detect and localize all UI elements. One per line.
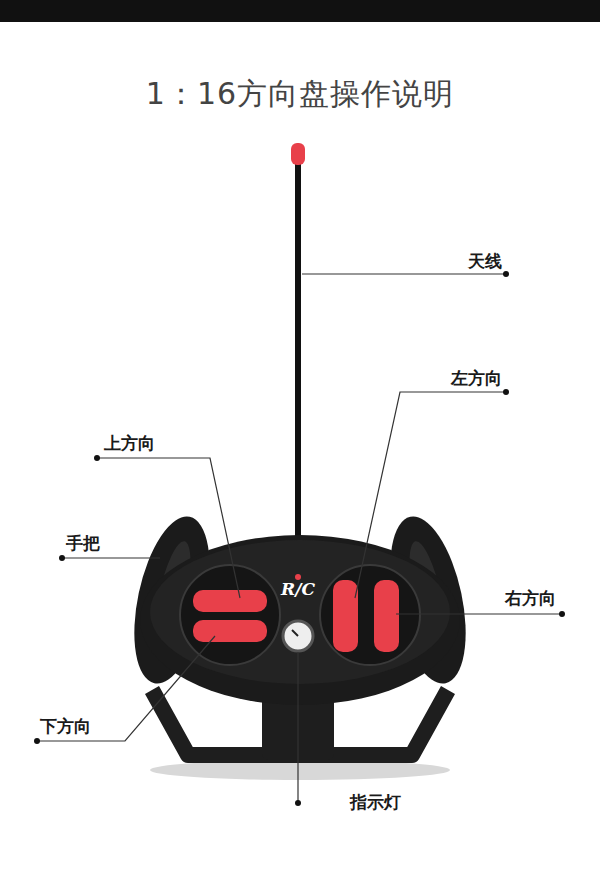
part-label: 右方向 [505, 587, 556, 610]
part-label: 下方向 [40, 715, 91, 738]
part-label: 手把 [66, 532, 100, 555]
part-label: 上方向 [104, 432, 155, 455]
part-label: 天线 [468, 250, 502, 273]
part-label: 指示灯 [350, 791, 401, 814]
page-title: 1：16方向盘操作说明 [0, 74, 600, 115]
brand-mark: R/C [281, 579, 315, 599]
part-label: 左方向 [451, 367, 502, 390]
